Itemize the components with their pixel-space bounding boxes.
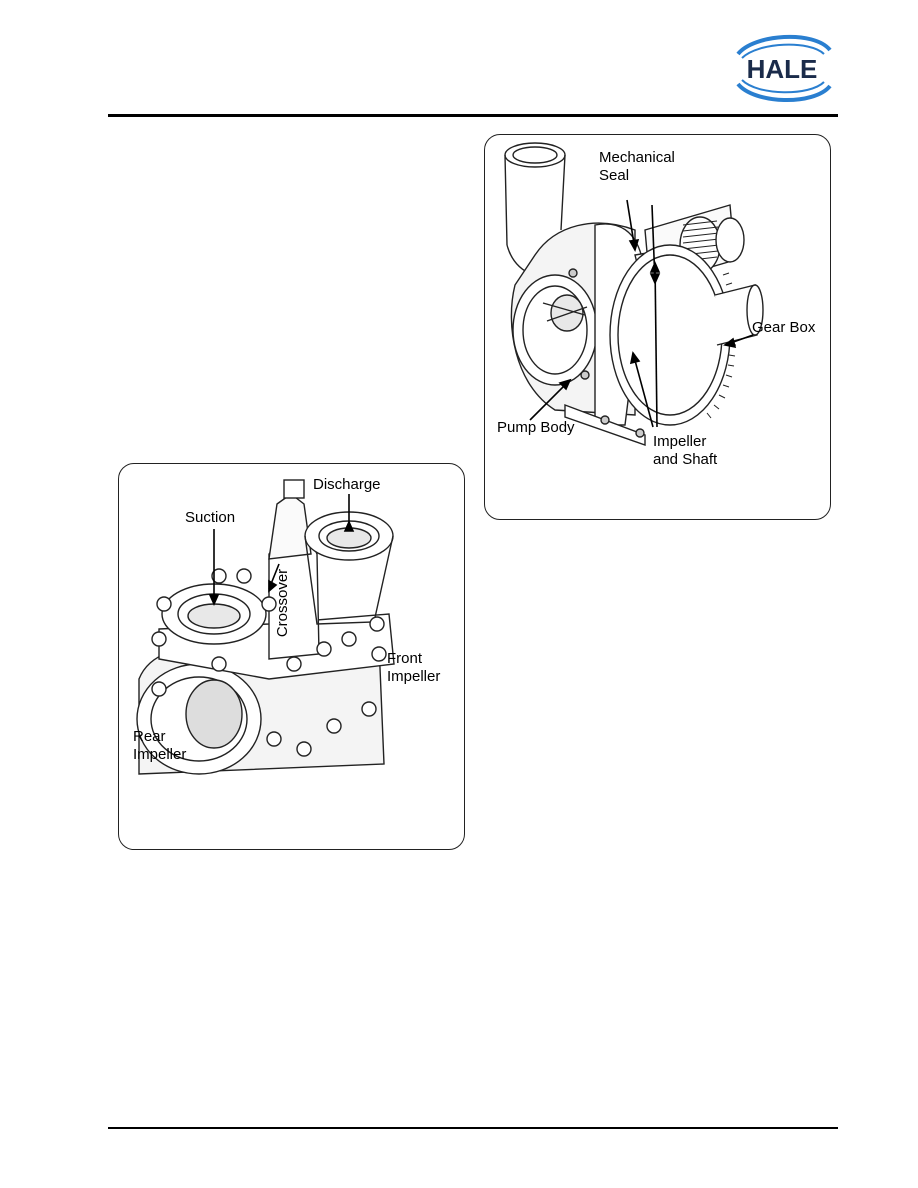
label-crossover: Crossover [274,568,292,638]
label-pump-body: Pump Body [497,419,575,436]
hale-swoosh-icon: HALE [736,34,832,103]
two-stage-pump-illustration [136,479,395,775]
header-rule [108,114,838,117]
logo-text: HALE [747,54,818,84]
label-mechanical-seal: Mechanical Seal [599,149,675,184]
pump-cutaway-illustration [504,142,764,446]
figure-two-stage-pump: Suction Discharge Crossover Front Impell… [118,463,465,850]
label-impeller-and-shaft: Impeller and Shaft [653,433,718,468]
label-discharge: Discharge [313,476,381,493]
label-suction: Suction [185,509,236,526]
footer-rule [108,1127,838,1129]
figure-pump-cutaway: Mechanical Seal Gear Box Pump Body Impel… [484,134,831,520]
label-rear-impeller: Rear Impeller [133,728,187,763]
label-gear-box: Gear Box [752,319,816,336]
label-front-impeller: Front Impeller [387,650,441,685]
hale-logo: HALE [724,32,840,104]
